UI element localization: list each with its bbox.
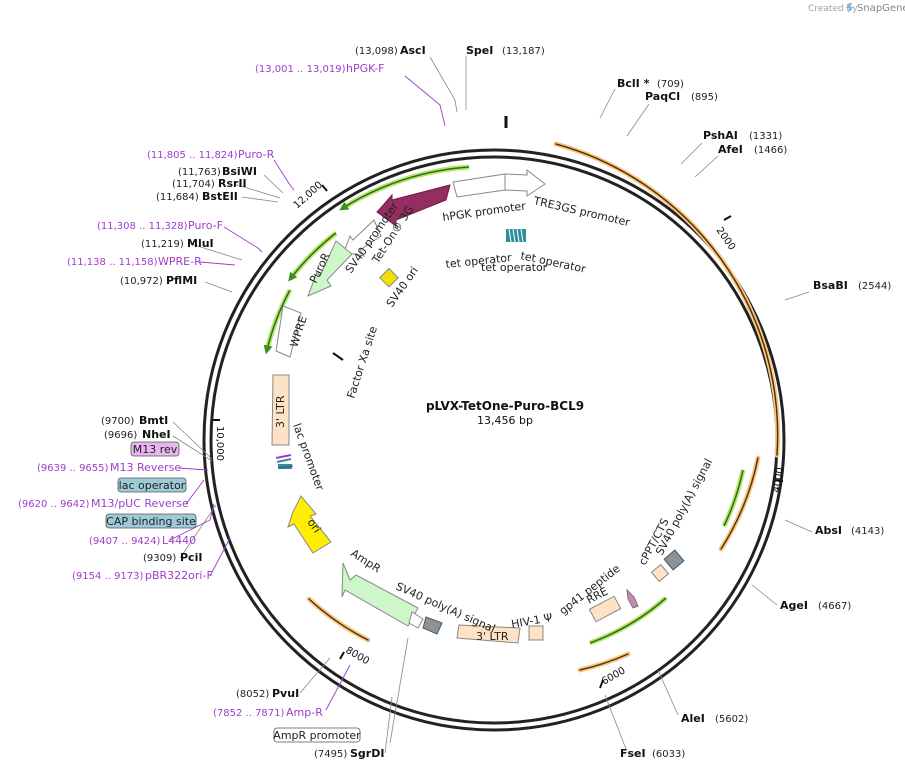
enzyme-pshai: PshAI (703, 129, 738, 142)
enzyme-absi: AbsI (815, 524, 842, 537)
enzyme-pflmi-pos: (10,972) (120, 276, 163, 287)
primer-ampr: Amp-R (286, 706, 323, 719)
enzyme-bsteii-pos: (11,684) (156, 192, 199, 203)
label-3ltr-a: 3' LTR (274, 395, 287, 428)
enzyme-pflmi: PflMI (166, 274, 197, 287)
boxed-labels: M13 rev lac operator CAP binding site Am… (105, 441, 361, 743)
enzyme-rsrii: RsrII (218, 177, 247, 190)
enzyme-pcii: PciI (180, 551, 202, 564)
enzyme-pvui: PvuI (272, 687, 299, 700)
enzyme-absi-pos: (4143) (851, 526, 884, 537)
box-lac-operator: lac operator (119, 479, 186, 492)
primer-wprer: WPRE-R (158, 255, 202, 268)
enzyme-bcli-pos: (709) (657, 79, 684, 90)
primer-purof: Puro-F (188, 219, 223, 232)
enzyme-asci-pos: (13,098) (355, 46, 398, 57)
enzyme-bmti: BmtI (139, 414, 168, 427)
enzyme-mlui: MluI (187, 237, 214, 250)
primer-pbr322: pBR322ori-F (145, 569, 213, 582)
primer-m13rev: M13 Reverse (110, 461, 181, 474)
label-sv40-polya-2: SV40 poly(A) signal (653, 456, 715, 557)
tick-8000: 8000 (344, 645, 372, 667)
label-tet-operator-3: tet operator (481, 261, 548, 274)
enzyme-bsiwi: BsiWI (222, 165, 257, 178)
label-hpgk: hPGK promoter (442, 199, 527, 224)
label-ampr: AmpR (348, 547, 383, 576)
enzyme-bsteii: BstEII (202, 190, 238, 203)
enzyme-pvui-pos: (8052) (236, 689, 269, 700)
enzyme-paqci-pos: (895) (691, 92, 718, 103)
enzyme-bsabi-pos: (2544) (858, 281, 891, 292)
tick-marks (212, 184, 784, 689)
enzyme-nhei-pos: (9696) (104, 430, 137, 441)
enzyme-pshai-pos: (1331) (749, 131, 782, 142)
primer-m13rev-pos: (9639 .. 9655) (37, 463, 109, 474)
primer-pbr322-pos: (9154 .. 9173) (72, 571, 144, 582)
enzyme-spei: SpeI (466, 44, 493, 57)
green-arrows (263, 164, 746, 646)
primer-hpgkf-pos: (13,001 .. 13,019) (255, 64, 346, 75)
primer-l4440-pos: (9407 .. 9424) (89, 536, 161, 547)
enzyme-bsiwi-pos: (11,763) (178, 167, 221, 178)
backbone-outer (202, 148, 786, 732)
primer-purof-pos: (11,308 .. 11,328) (97, 221, 188, 232)
primer-l4440: L4440 (162, 534, 196, 547)
box-m13-rev: M13 rev (133, 443, 178, 456)
enzyme-bsabi: BsaBI (813, 279, 848, 292)
enzyme-sgrdi: SgrDI (350, 747, 384, 760)
brand-text: SnapGene (857, 3, 905, 14)
tick-10000: 10,000 (214, 426, 225, 461)
enzyme-fsei-pos: (6033) (652, 749, 685, 760)
box-ampr-promoter: AmpR promoter (273, 729, 361, 742)
tick-6000: 6000 (600, 665, 628, 687)
feature-shapes (271, 168, 685, 644)
tick-4000: 4000 (771, 467, 786, 494)
enzyme-spei-pos: (13,187) (502, 46, 545, 57)
primer-ampr-pos: (7852 .. 7871) (213, 708, 285, 719)
enzyme-bmti-pos: (9700) (101, 416, 134, 427)
enzyme-alei-pos: (5602) (715, 714, 748, 725)
enzyme-agei: AgeI (780, 599, 808, 612)
primer-m13puc-pos: (9620 .. 9642) (18, 499, 90, 510)
label-lac-promoter: lac promoter (290, 422, 326, 493)
label-3ltr-b: 3' LTR (476, 630, 509, 643)
primer-lines (169, 75, 446, 711)
enzyme-afei: AfeI (718, 143, 743, 156)
primer-m13puc: M13/pUC Reverse (91, 497, 189, 510)
enzyme-sgrdi-pos: (7495) (314, 749, 347, 760)
enzyme-agei-pos: (4667) (818, 601, 851, 612)
enzyme-labels: (13,098) AscI SpeI (13,187) BclI * (709)… (101, 44, 891, 760)
label-tre3gs: TRE3GS promoter (531, 194, 631, 229)
snapgene-logo: SnapGene (846, 3, 905, 14)
primer-puror: Puro-R (238, 148, 275, 161)
backbone-features (306, 141, 781, 673)
lac-elements (275, 454, 294, 469)
enzyme-mlui-pos: (11,219) (141, 239, 184, 250)
primer-labels: (13,001 .. 13,019) hPGK-F (11,805 .. 11,… (18, 62, 384, 719)
enzyme-bcli: BclI * (617, 77, 650, 90)
plasmid-name: pLVX-TetOne-Puro-BCL9 (426, 399, 584, 413)
label-factor-xa: Factor Xa site (344, 325, 380, 400)
box-cap-binding-site: CAP binding site (106, 515, 196, 528)
enzyme-asci: AscI (400, 44, 426, 57)
primer-wprer-pos: (11,138 .. 11,158) (67, 257, 158, 268)
primer-hpgkf: hPGK-F (346, 62, 384, 75)
connector-lines (172, 56, 813, 754)
enzyme-rsrii-pos: (11,704) (172, 179, 215, 190)
tick-2000: 2000 (714, 225, 738, 252)
enzyme-alei: AleI (681, 712, 705, 725)
primer-puror-pos: (11,805 .. 11,824) (147, 150, 238, 161)
enzyme-paqci: PaqCI (645, 90, 680, 103)
enzyme-fsei: FseI (620, 747, 646, 760)
enzyme-nhei: NheI (142, 428, 171, 441)
enzyme-pcii-pos: (9309) (143, 553, 176, 564)
credit-text: Created by (808, 4, 858, 14)
plasmid-length: 13,456 bp (477, 414, 533, 427)
enzyme-afei-pos: (1466) (754, 145, 787, 156)
